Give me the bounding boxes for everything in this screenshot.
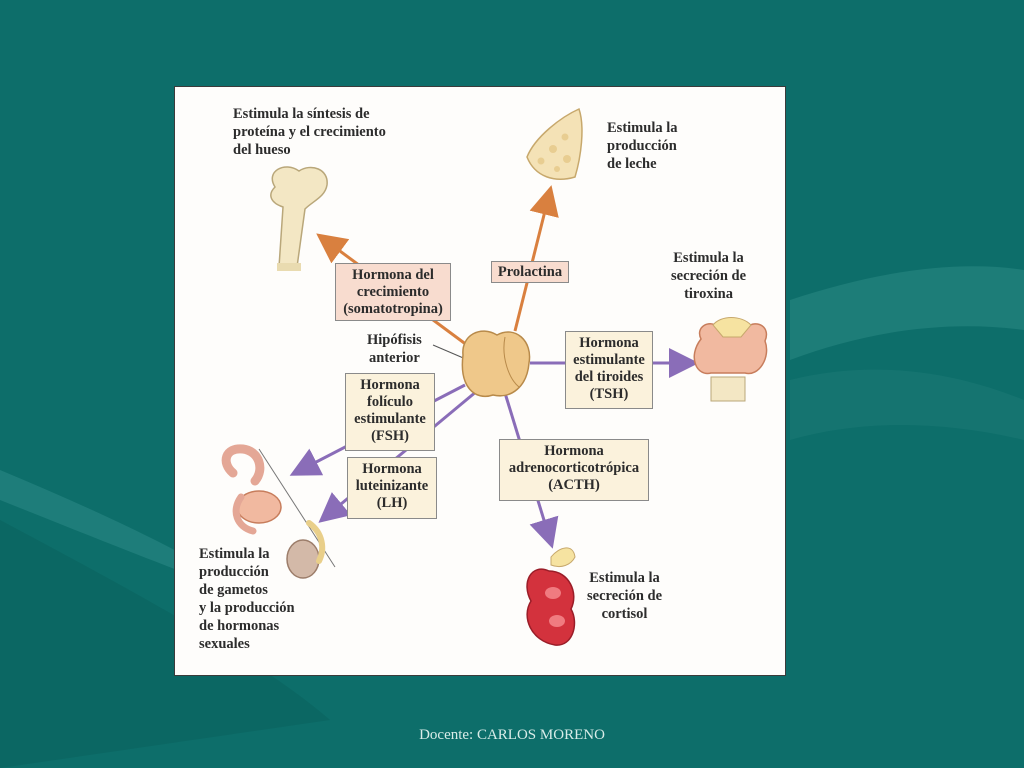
bone-effect-line-3: del hueso (233, 142, 291, 158)
thyroid-effect-label: Estimula la secreción de tiroxina (671, 249, 746, 303)
adrenal-effect-line-1: Estimula la (589, 570, 660, 586)
hormone-box-fsh: Hormona folículo estimulante (FSH) (345, 373, 435, 451)
fsh-line-1: Hormona (360, 377, 420, 393)
gh-line-2: crecimiento (356, 284, 430, 300)
acth-line-1: Hormona (544, 443, 604, 459)
adrenal-effect-line-2: secreción de (587, 588, 663, 604)
acth-line-2: adrenocorticotrópica (508, 460, 640, 476)
lh-line-1: Hormona (362, 461, 422, 477)
gonads-icon (221, 444, 336, 579)
hormone-box-tsh: Hormona estimulante del tiroides (TSH) (565, 331, 653, 409)
gonads-effect-line-2: producción (199, 564, 269, 580)
bone-effect-label: Estimula la síntesis de proteína y el cr… (233, 105, 386, 159)
acth-line-3: (ACTH) (548, 477, 600, 493)
gh-line-1: Hormona del (352, 267, 434, 283)
tsh-line-1: Hormona (579, 335, 639, 351)
bone-icon (270, 166, 328, 271)
fsh-line-3: estimulante (354, 411, 426, 427)
breast-effect-line-2: producción (607, 138, 677, 154)
breast-effect-line-3: de leche (607, 156, 657, 172)
gonads-effect-label: Estimula la producción de gametos y la p… (199, 545, 295, 653)
adrenal-kidney-icon (526, 547, 576, 646)
gland-label: Hipófisis anterior (367, 331, 422, 367)
lh-line-2: luteinizante (355, 478, 429, 494)
diagram-artwork (221, 107, 768, 646)
gonads-effect-line-4: y la producción (199, 600, 295, 616)
breast-effect-line-1: Estimula la (607, 120, 678, 136)
prl-line-1: Prolactina (497, 264, 563, 280)
diagram-panel: Estimula la síntesis de proteína y el cr… (174, 86, 786, 676)
thyroid-effect-line-3: tiroxina (684, 286, 733, 302)
gland-label-line-2: anterior (369, 350, 420, 366)
gonads-effect-line-3: de gametos (199, 582, 268, 598)
bone-effect-line-1: Estimula la síntesis de (233, 106, 370, 122)
gh-line-3: (somatotropina) (343, 301, 443, 317)
gland-label-line-1: Hipófisis (367, 332, 422, 348)
fsh-line-4: (FSH) (371, 428, 409, 444)
gonads-effect-line-5: de hormonas (199, 618, 280, 634)
footer-text: Docente: CARLOS MORENO (419, 727, 605, 743)
fsh-line-2: folículo (367, 394, 413, 410)
adrenal-effect-label: Estimula la secreción de cortisol (587, 569, 662, 623)
gonads-effect-line-6: sexuales (199, 636, 250, 652)
tsh-line-2: estimulante (573, 352, 645, 368)
breast-effect-label: Estimula la producción de leche (607, 119, 678, 173)
gonads-effect-line-1: Estimula la (199, 546, 270, 562)
adrenal-effect-line-3: cortisol (601, 606, 648, 622)
tsh-line-4: (TSH) (589, 386, 629, 402)
thyroid-icon (693, 317, 768, 402)
thyroid-effect-line-2: secreción de (671, 268, 747, 284)
pituitary-icon (461, 330, 531, 398)
bone-effect-line-2: proteína y el crecimiento (233, 124, 386, 140)
tsh-line-3: del tiroides (574, 369, 644, 385)
hormone-box-prolactin: Prolactina (491, 261, 569, 283)
lh-line-3: (LH) (376, 495, 408, 511)
hormone-box-gh: Hormona del crecimiento (somatotropina) (335, 263, 451, 321)
thyroid-effect-line-1: Estimula la (673, 250, 744, 266)
hormone-box-acth: Hormona adrenocorticotrópica (ACTH) (499, 439, 649, 501)
hormone-box-lh: Hormona luteinizante (LH) (347, 457, 437, 519)
breast-icon (526, 107, 583, 180)
